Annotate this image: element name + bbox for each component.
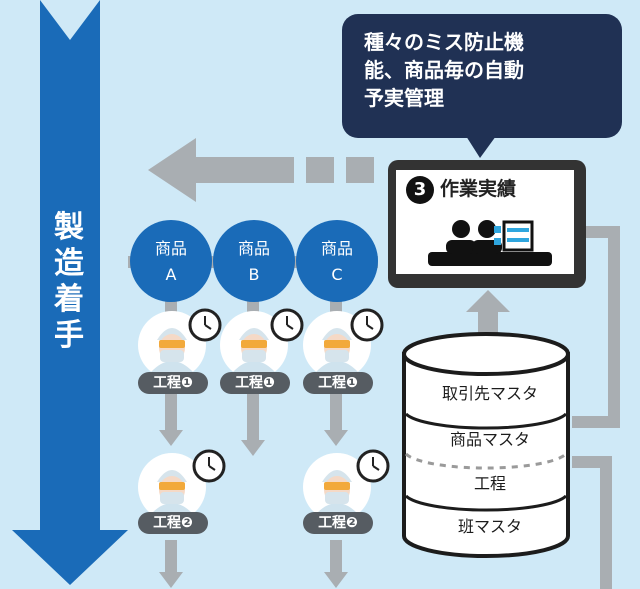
- db-divider-3: [404, 494, 568, 512]
- callout-line: 能、商品毎の自動: [364, 58, 524, 82]
- product-code: C: [331, 265, 343, 284]
- drop-a-1-head: [159, 430, 183, 446]
- process-pill: 工程❶: [220, 372, 290, 394]
- process-pill: 工程❶: [303, 372, 373, 394]
- drop-a-2-head: [159, 572, 183, 588]
- worker-icon: [303, 453, 371, 521]
- db-section-label: 商品マスタ: [449, 430, 530, 449]
- left-arrow-head: [148, 138, 196, 202]
- right-line-1: [608, 228, 620, 428]
- product-code: A: [165, 265, 177, 284]
- product-label: 商品: [154, 239, 187, 258]
- db-section-label: 取引先マスタ: [441, 384, 538, 403]
- callout-line: 予実管理: [364, 86, 444, 110]
- step-number: 3: [413, 179, 427, 200]
- product-a-circle: 商品 A: [130, 220, 212, 302]
- left-arrow-bar: [196, 157, 294, 183]
- drop-c-1-head: [324, 430, 348, 446]
- start-char: 製: [54, 210, 86, 245]
- process-pill: 工程❷: [138, 512, 208, 534]
- right-line-2: [600, 456, 612, 589]
- product-label: 商品: [320, 239, 353, 258]
- clock-icon: [356, 449, 390, 483]
- start-char: 着: [54, 282, 86, 317]
- db-body: [402, 352, 570, 558]
- feature-callout: 種々のミス防止機 能、商品毎の自動 予実管理: [342, 14, 622, 138]
- clock-icon: [188, 308, 222, 342]
- callout-line: 種々のミス防止機: [364, 30, 524, 54]
- product-b-circle: 商品 B: [213, 220, 295, 302]
- callout-tail: [466, 136, 496, 158]
- banner-top-notch: [40, 0, 100, 40]
- start-char: 手: [54, 318, 86, 353]
- worker-icon: [138, 453, 206, 521]
- manufacturing-start-banner: [12, 0, 128, 585]
- drop-b-1-head: [241, 440, 265, 456]
- manufacturing-start-label: 製 造 着 手: [40, 210, 100, 354]
- left-arrow-dash-2: [346, 157, 374, 183]
- monitor-right-link: [586, 226, 620, 238]
- drop-c-2-head: [324, 572, 348, 588]
- drop-a-2: [165, 540, 177, 572]
- db-divider-2: [404, 452, 568, 470]
- db-section-label: 班マスタ: [457, 517, 522, 536]
- step-number-badge: [406, 176, 434, 204]
- monitor-title: 作業実績: [440, 178, 517, 200]
- product-c-circle: 商品 C: [296, 220, 378, 302]
- clock-icon: [192, 449, 226, 483]
- db-section-label: 工程: [473, 474, 506, 493]
- db-divider-1: [404, 412, 568, 430]
- process-pill: 工程❶: [138, 372, 208, 394]
- db-to-monitor-head: [466, 290, 510, 312]
- clock-icon: [350, 308, 384, 342]
- start-char: 造: [54, 246, 86, 281]
- db-top: [402, 332, 570, 376]
- workers-at-desk-icon-top: [428, 220, 552, 266]
- drop-c-2: [330, 540, 342, 572]
- right-line-1-h: [572, 416, 620, 428]
- product-code: B: [248, 265, 260, 284]
- process-pill: 工程❷: [303, 512, 373, 534]
- left-arrow-dash-1: [306, 157, 334, 183]
- clock-icon: [270, 308, 304, 342]
- product-label: 商品: [237, 239, 270, 258]
- right-line-2-h: [572, 456, 612, 468]
